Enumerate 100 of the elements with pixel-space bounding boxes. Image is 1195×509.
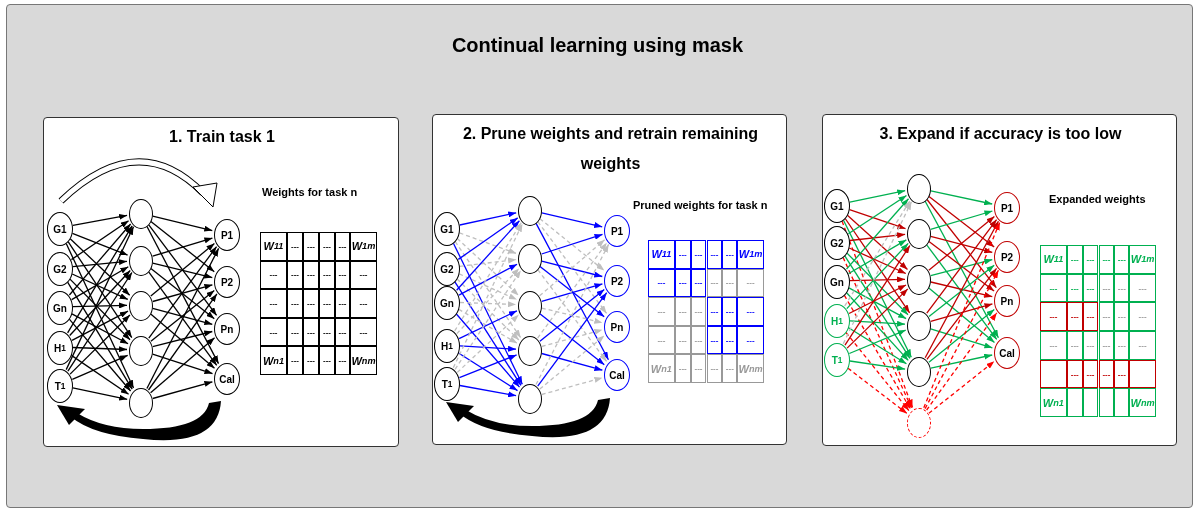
matrix-cell: --- (319, 317, 335, 347)
arrow (152, 284, 214, 303)
matrix-cell: --- (1114, 359, 1130, 389)
matrix-cell: --- (690, 354, 707, 383)
matrix-cell: --- (335, 289, 350, 318)
arrow (456, 314, 520, 374)
matrix-cell: --- (350, 260, 377, 290)
neuron-circle (907, 265, 931, 295)
arrow (452, 242, 523, 385)
neuron-circle: P2 (214, 266, 240, 298)
arrow (849, 189, 906, 203)
arrow (456, 237, 520, 297)
arrow (842, 219, 912, 358)
arrow (67, 241, 133, 339)
arrow (152, 381, 214, 400)
panel-title: 2. Prune weights and retrain remaining weights (461, 124, 760, 174)
panel-title: 3. Expand if accuracy is too low (878, 124, 1123, 144)
neuron-circle: P1 (604, 215, 630, 247)
diagram-title: Continual learning using mask (451, 34, 744, 56)
neuron-circle: Cal (994, 337, 1020, 369)
arrow (152, 215, 213, 232)
arrow (72, 346, 128, 353)
arrow (930, 303, 994, 323)
matrix-cell: --- (287, 317, 303, 347)
arrow (65, 226, 135, 371)
arrow (458, 354, 518, 379)
matrix-cell: --- (690, 325, 707, 355)
arrow (539, 334, 606, 390)
arrow (71, 232, 129, 256)
matrix-cell: --- (1129, 302, 1156, 331)
neuron-circle (518, 291, 542, 321)
neuron-circle (129, 336, 153, 366)
arrow (923, 221, 1001, 409)
arrow (69, 269, 131, 337)
arrow (846, 242, 909, 310)
arrow (925, 312, 998, 411)
neuron-circle: Pn (214, 313, 240, 345)
arrow (150, 289, 215, 342)
arrow (841, 220, 914, 409)
arrow (930, 235, 993, 254)
arrow (843, 294, 912, 410)
arrow (849, 320, 906, 327)
neuron-circle (129, 291, 153, 321)
arrow (929, 328, 994, 349)
panel-title: 1. Train task 1 (168, 127, 276, 147)
matrix-cell: --- (335, 346, 350, 375)
matrix-cell: --- (706, 297, 723, 326)
arrow (535, 243, 610, 386)
arrow (846, 288, 909, 349)
neuron-circle: G2 (824, 226, 850, 260)
arrow (928, 308, 995, 363)
matrix-cell: --- (1098, 359, 1115, 389)
arrow (454, 269, 522, 370)
arrow (146, 225, 220, 365)
matrix-cell: --- (722, 240, 738, 269)
arrow (68, 223, 132, 296)
arrow (152, 307, 213, 326)
matrix-cell: --- (706, 240, 723, 269)
neuron-circle (907, 357, 931, 387)
neuron-circle (907, 219, 931, 249)
arrow (930, 281, 993, 298)
matrix-cell: --- (319, 346, 335, 375)
arrow (541, 283, 604, 303)
arrow (847, 367, 908, 415)
matrix-cell: --- (1098, 273, 1115, 303)
arrow (452, 223, 524, 369)
neuron-circle (129, 388, 153, 418)
arrow (537, 292, 608, 387)
neuron-circle: P2 (994, 241, 1020, 273)
arrow (71, 266, 129, 301)
arrow (539, 265, 605, 318)
arrow (454, 240, 522, 339)
arrow (541, 329, 604, 348)
arrow (929, 210, 994, 230)
matrix-cell: --- (737, 325, 764, 355)
matrix-cell: --- (648, 297, 675, 326)
arrow (924, 269, 1000, 410)
arrow (152, 330, 213, 348)
arrow (930, 190, 993, 206)
arrow (848, 239, 907, 275)
arrow (69, 278, 131, 341)
arrow (72, 259, 128, 268)
matrix-cell: --- (1098, 302, 1115, 331)
neuron-circle (907, 174, 931, 204)
arrow (70, 354, 130, 395)
arrow (541, 377, 604, 396)
neuron-circle (129, 199, 153, 229)
matrix-cell: --- (303, 232, 319, 261)
matrix-cell: --- (260, 317, 287, 347)
arrow (457, 217, 519, 261)
arrow (539, 218, 605, 272)
arrow (845, 198, 910, 270)
arrow (928, 287, 996, 344)
matrix-cell: --- (1066, 359, 1083, 389)
arrow (849, 276, 906, 283)
matrix-cell: --- (303, 260, 319, 290)
arrow (150, 220, 215, 273)
matrix-cell: --- (1040, 273, 1067, 303)
matrix-cell: --- (1129, 331, 1156, 360)
arrow (537, 221, 608, 315)
